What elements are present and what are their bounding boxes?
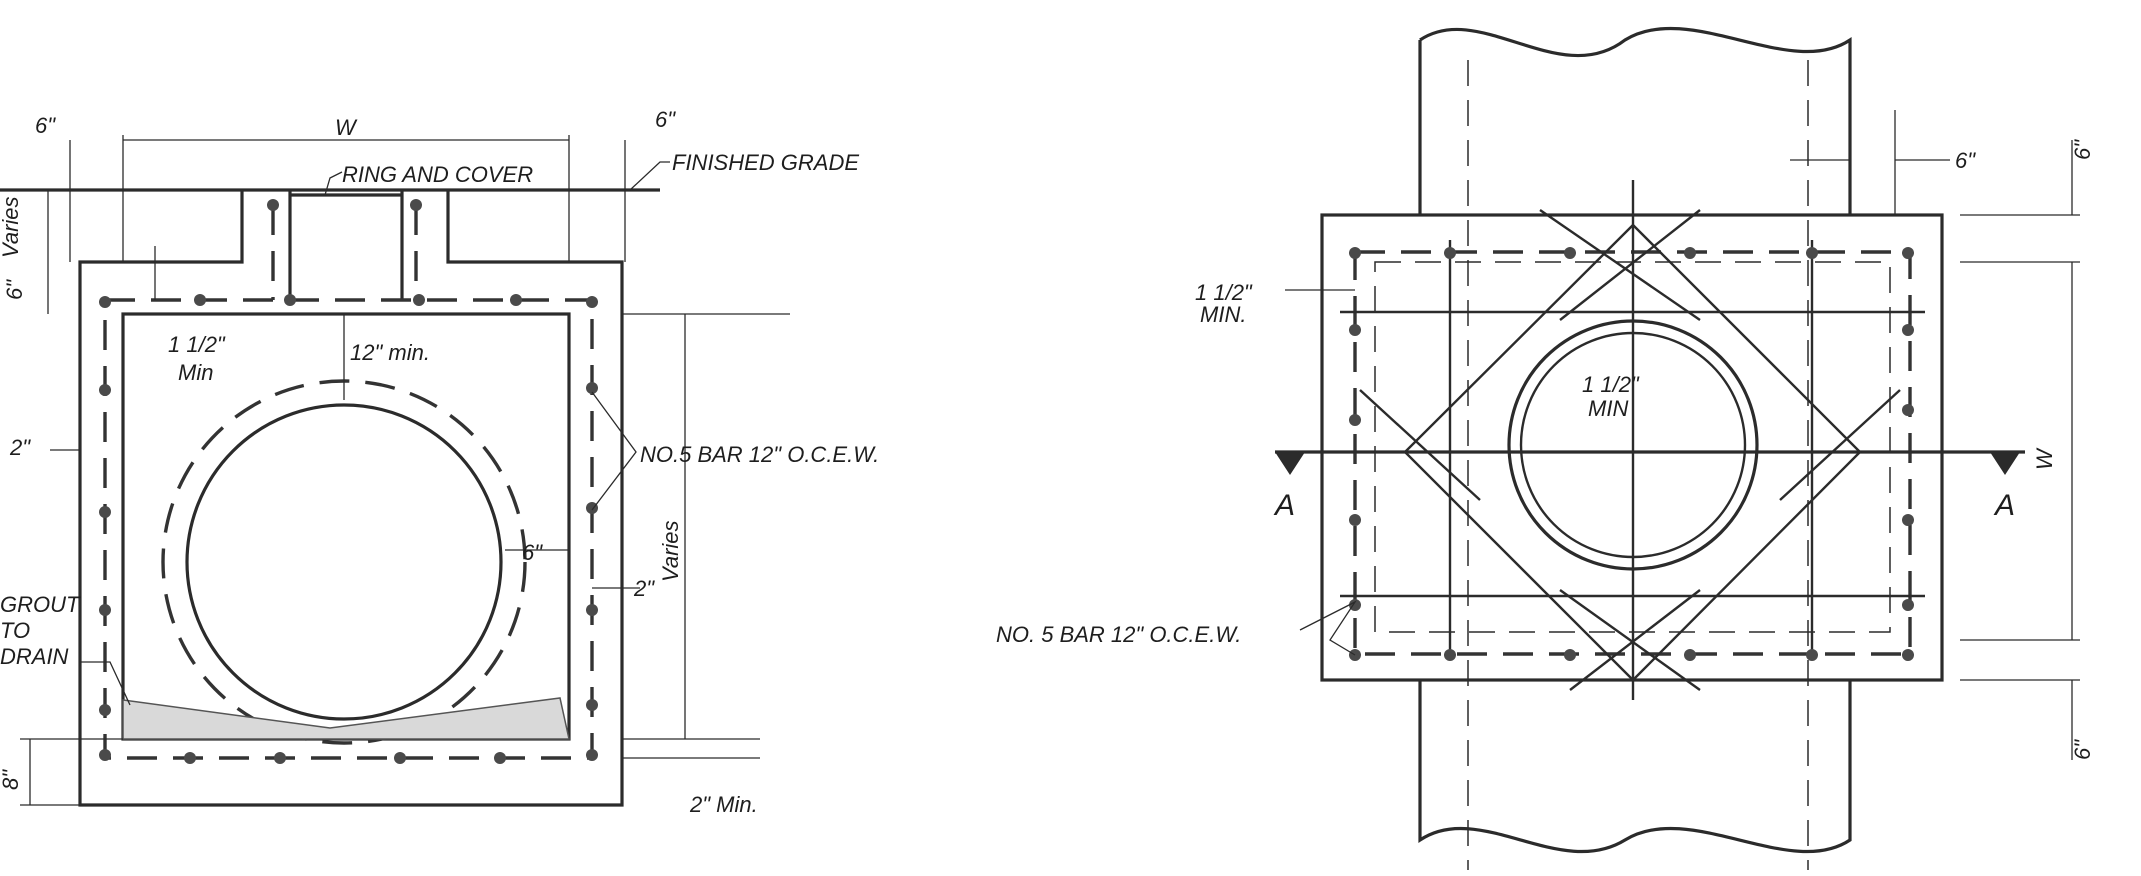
top-slab-thickness-label: 6" [2,279,27,300]
cover-min-label: 1 1/2" [168,332,226,357]
diagonal-bar [1559,589,1701,691]
side-6-label: 6" [1955,148,1976,173]
base-min-label: 2" Min. [689,792,758,817]
width-label: W [335,115,358,140]
plan-view: 6" 6" 6" 1 1/2" MIN. 1 1/2" MIN W A A NO… [996,26,2095,870]
bottom-6-label: 6" [2070,739,2095,760]
diagonal-bar [1779,389,1901,501]
ring-leader [324,171,343,196]
section-label-left: A [1273,489,1295,522]
side-cover-right-label: 6" [655,107,676,132]
outer-wall [78,190,624,807]
varies-side-label: Varies [658,520,683,582]
pipe-top [1418,26,1852,215]
section-arrow-right [1990,452,2020,475]
pipe-opening-outer [1507,319,1759,571]
grout-label-3: DRAIN [0,644,69,669]
opening-cover-min-label: 1 1/2" [1582,372,1640,397]
pipe-opening-inner [1519,331,1747,559]
finished-grade-label: FINISHED GRADE [672,150,859,175]
grout-label-2: TO [0,618,30,643]
section-label-right: A [1993,489,2015,522]
cover-min-sub-label: Min [178,360,213,385]
riser [288,190,404,300]
section-view: W 6" 6" RING AND COVER FINISHED GRADE Va… [0,107,879,817]
wall-cover-right-label: 2" [633,576,655,601]
ring-and-cover-label: RING AND COVER [342,162,533,187]
diagonal-bar [1559,209,1701,321]
pipe [185,403,503,721]
varies-top-label: Varies [0,196,23,258]
rebar-leader [591,391,637,511]
plan-rebar-dots [1349,247,1914,661]
rebar-note-label: NO.5 BAR 12" O.C.E.W. [640,442,879,467]
clearance-label: 12" min. [350,340,430,365]
plan-cover-min-label: 1 1/2" [1195,280,1253,305]
diagonal-bar [1569,589,1701,691]
section-arrow-left [1275,452,1305,475]
grout-leader [80,661,131,706]
side-cover-left-label: 6" [35,113,56,138]
grade-leader [629,161,670,191]
base-thickness-label: 8" [0,769,23,790]
diamond-rebar [1403,223,1862,682]
rebar-dots [99,199,598,764]
opening-cover-min-sub-label: MIN [1588,396,1628,421]
plan-width-label: W [2032,447,2057,470]
rebar-note-leader [1299,600,1357,656]
wall-cover-left-label: 2" [9,435,31,460]
grout-fill [122,697,570,740]
pipe-clearance-label: 6" [522,540,543,565]
top-6-label: 6" [2070,139,2095,160]
diagonal-bar [1359,389,1481,501]
pipe-rebar [161,379,527,745]
plan-cover-min-sub-label: MIN. [1200,302,1246,327]
grout-label-1: GROUT [0,592,81,617]
plan-rebar-note-label: NO. 5 BAR 12" O.C.E.W. [996,622,1241,647]
pipe-bottom [1418,680,1852,854]
diagonal-bar [1539,209,1701,321]
